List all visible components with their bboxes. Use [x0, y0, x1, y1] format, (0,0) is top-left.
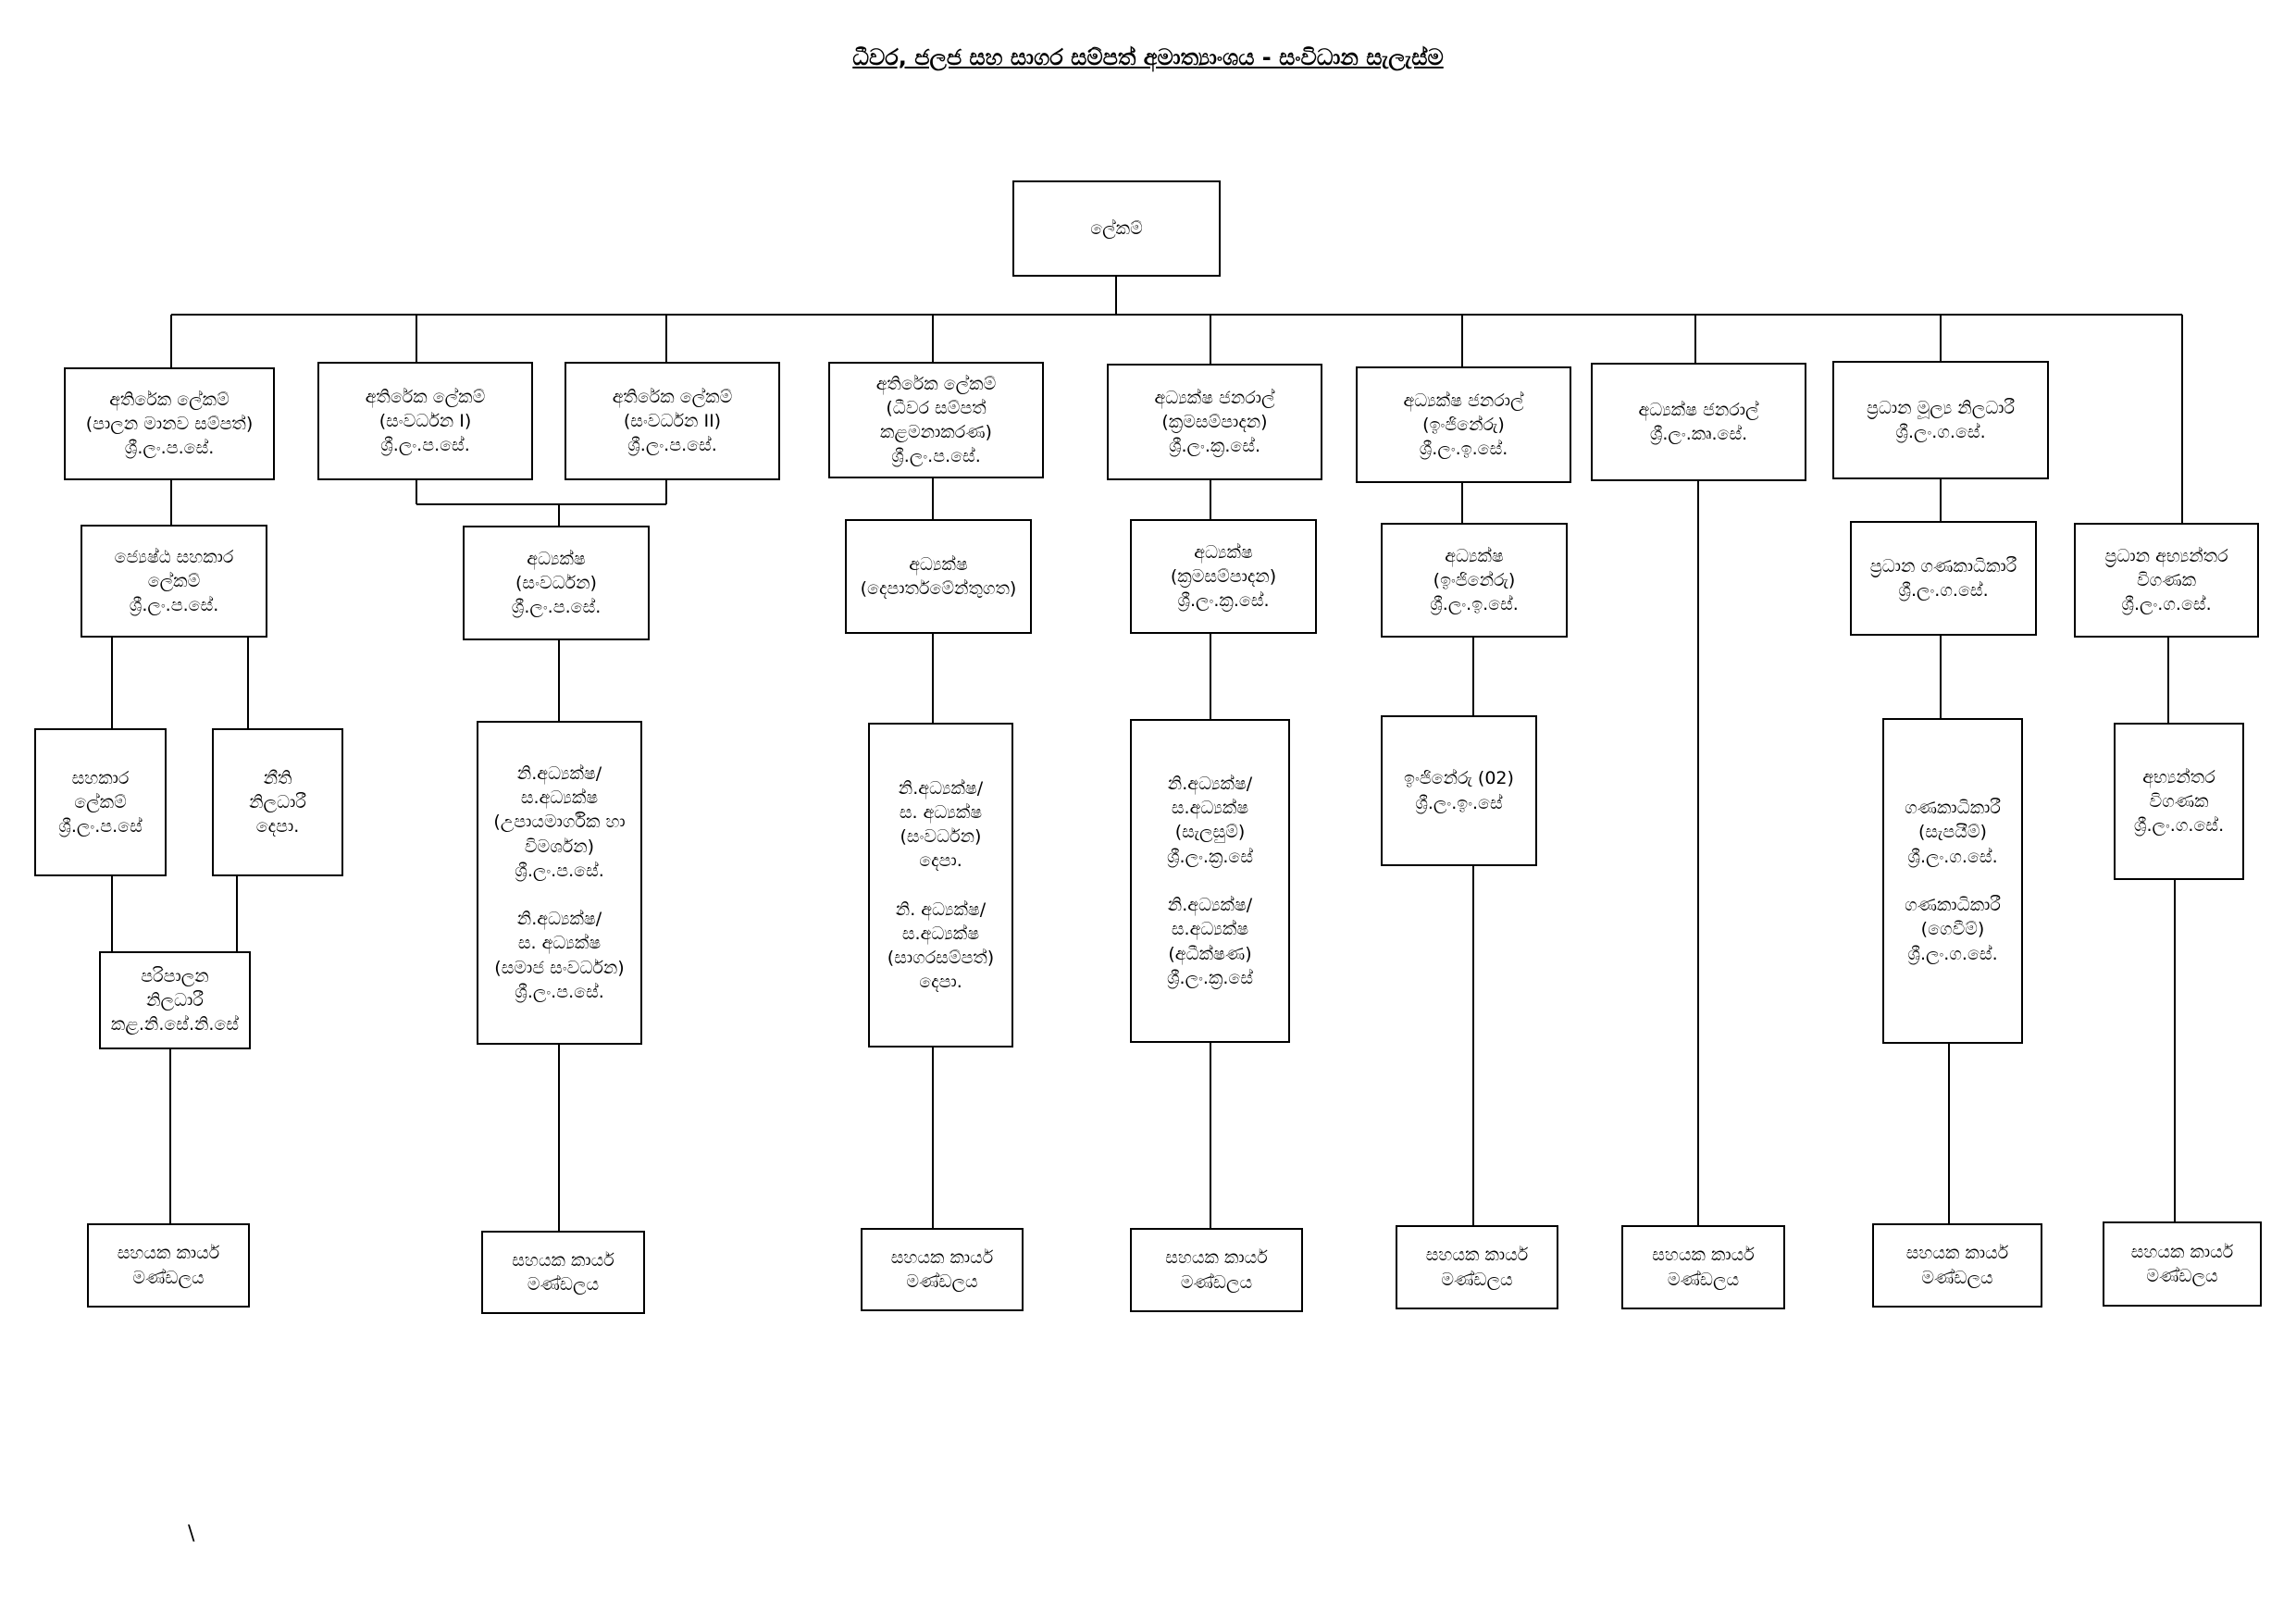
support-staff-box-7: සහයක කාර්ය මණ්ඩලය [1872, 1223, 2042, 1308]
support-staff-label-3: සහයක කාර්ය මණ්ඩලය [890, 1246, 994, 1292]
support-staff-label-2: සහයක කාර්ය මණ්ඩලය [512, 1249, 614, 1295]
support-staff-box-4: සහයක කාර්ය මණ්ඩලය [1130, 1228, 1303, 1312]
dep-director-planning-box: නි.අධ්‍යක්ෂ/ ස.අධ්‍යක්ෂ (සැලසුම්) ශ්‍රී.… [1130, 719, 1290, 1043]
senior-asst-secretary-label: ජ්‍යෙෂ්ඨ සහකාර ලේකම් ශ්‍රී.ලං.ප.සේ. [114, 546, 234, 616]
addl-secretary-fishery-label: අතිරේක ලේකම් (ධීවර සම්පත් කළමනාකරණ) ශ්‍ර… [875, 373, 997, 467]
director-departmental-box: අධ්‍යක්ෂ (දෙපාර්තමේන්තුගත) [845, 519, 1032, 634]
support-staff-box-5: සහයක කාර්ය මණ්ඩලය [1396, 1225, 1558, 1309]
chief-financial-officer-box: ප්‍රධාන මූල්‍ය නිලධාරී ශ්‍රී.ලං.ග.සේ. [1832, 361, 2049, 479]
director-planning-box: අධ්‍යක්ෂ (ක්‍රමසම්පාදන) ශ්‍රී.ලං.ක්‍ර.සේ… [1130, 519, 1317, 634]
dep-director-departmental-box: නි.අධ්‍යක්ෂ/ ස. අධ්‍යක්ෂ (සංවර්ධන) දෙපා.… [868, 723, 1013, 1048]
support-staff-box-1: සහයක කාර්ය මණ්ඩලය [87, 1223, 250, 1308]
support-staff-box-3: සහයක කාර්ය මණ්ඩලය [861, 1228, 1024, 1311]
senior-asst-secretary-box: ජ්‍යෙෂ්ඨ සහකාර ලේකම් ශ්‍රී.ලං.ප.සේ. [81, 525, 267, 638]
secretary-label: ලේකම් [1090, 217, 1143, 239]
addl-secretary-admin-label: අතිරේක ලේකම් (පාලන මානව සම්පත්) ශ්‍රී.ලං… [85, 389, 254, 459]
engineers-label: ඉංජිනේරු (02) ශ්‍රී.ලං.ඉං.සේ [1404, 768, 1514, 813]
support-staff-label-4: සහයක කාර්ය මණ්ඩලය [1165, 1247, 1268, 1293]
legal-officer-box: නීති නිලධාරී දෙපා. [212, 728, 343, 876]
director-engineering-box: අධ්‍යක්ෂ (ඉංජිනේරු) ශ්‍රී.ලං.ඉ.සේ. [1381, 523, 1568, 638]
addl-secretary-dev1-label: අතිරේක ලේකම් (සංවර්ධන I) ශ්‍රී.ලං.ප.සේ. [365, 386, 486, 456]
dep-director-planning-label: නි.අධ්‍යක්ෂ/ ස.අධ්‍යක්ෂ (සැලසුම්) ශ්‍රී.… [1166, 774, 1254, 988]
asst-secretary-label: සහකාර ලේකම් ශ්‍රී.ලං.ප.සේ [58, 767, 143, 837]
addl-secretary-dev2-label: අතිරේක ලේකම් (සංවර්ධන II) ශ්‍රී.ලං.ප.සේ. [612, 386, 733, 456]
accountants-box: ගණකාධිකාරී (සැපයීම්) ශ්‍රී.ලං.ග.සේ. ගණකා… [1882, 718, 2023, 1044]
admin-officer-label: පරිපාලන නිලධාරී කළ.නි.සේ.නි.සේ [110, 965, 240, 1035]
secretary-box: ලේකම් [1012, 180, 1221, 277]
director-dev-box: අධ්‍යක්ෂ (සංවර්ධන) ශ්‍රී.ලං.ප.සේ. [463, 526, 650, 640]
dg-science-box: අධ්‍යක්ෂ ජනරාල් ශ්‍රී.ලං.කෘ.සේ. [1591, 363, 1806, 481]
chief-accountant-box: ප්‍රධාන ගණකාධිකාරී ශ්‍රී.ලං.ග.සේ. [1850, 521, 2037, 636]
dg-engineering-box: අධ්‍යක්ෂ ජනරාල් (ඉංජිනේරු) ශ්‍රී.ලං.ඉ.සේ… [1356, 366, 1571, 483]
legal-officer-label: නීති නිලධාරී දෙපා. [249, 767, 306, 837]
support-staff-box-8: සහයක කාර්ය මණ්ඩලය [2103, 1221, 2262, 1307]
engineers-box: ඉංජිනේරු (02) ශ්‍රී.ලං.ඉං.සේ [1381, 715, 1537, 866]
chief-internal-auditor-label: ප්‍රධාන අභ්‍යන්තර විගණක ශ්‍රී.ලං.ග.සේ. [2104, 545, 2228, 615]
dg-science-label: අධ්‍යක්ෂ ජනරාල් ශ්‍රී.ලං.කෘ.සේ. [1638, 399, 1759, 444]
director-departmental-label: අධ්‍යක්ෂ (දෙපාර්තමේන්තුගත) [860, 553, 1017, 599]
addl-secretary-dev2-box: අතිරේක ලේකම් (සංවර්ධන II) ශ්‍රී.ලං.ප.සේ. [565, 362, 780, 480]
chief-internal-auditor-box: ප්‍රධාන අභ්‍යන්තර විගණක ශ්‍රී.ලං.ග.සේ. [2074, 523, 2259, 638]
asst-secretary-box: සහකාර ලේකම් ශ්‍රී.ලං.ප.සේ [34, 728, 167, 876]
admin-officer-box: පරිපාලන නිලධාරී කළ.නි.සේ.නි.සේ [99, 951, 251, 1049]
footer-mark: \ [188, 1522, 195, 1545]
accountants-label: ගණකාධිකාරී (සැපයීම්) ශ්‍රී.ලං.ග.සේ. ගණකා… [1905, 798, 2001, 964]
support-staff-label-8: සහයක කාර්ය මණ්ඩලය [2130, 1241, 2234, 1286]
page-title: ධීවර, ජලජ සහ සාගර සම්පත් අමාත්‍යාංශය - ස… [852, 44, 1444, 70]
dg-engineering-label: අධ්‍යක්ෂ ජනරාල් (ඉංජිනේරු) ශ්‍රී.ලං.ඉ.සේ… [1403, 390, 1524, 460]
support-staff-box-6: සහයක කාර්ය මණ්ඩලය [1621, 1225, 1785, 1309]
dg-planning-box: අධ්‍යක්ෂ ජනරාල් (ක්‍රමසම්පාදන) ශ්‍රී.ලං.… [1107, 364, 1322, 480]
chief-financial-officer-label: ප්‍රධාන මූල්‍ය නිලධාරී ශ්‍රී.ලං.ග.සේ. [1866, 397, 2016, 442]
addl-secretary-admin-box: අතිරේක ලේකම් (පාලන මානව සම්පත්) ශ්‍රී.ලං… [64, 367, 275, 480]
chief-accountant-label: ප්‍රධාන ගණකාධිකාරී ශ්‍රී.ලං.ග.සේ. [1869, 555, 2017, 601]
dep-director-departmental-label: නි.අධ්‍යක්ෂ/ ස. අධ්‍යක්ෂ (සංවර්ධන) දෙපා.… [887, 777, 995, 993]
internal-auditor-label: අභ්‍යන්තර විගණක ශ්‍රී.ලං.ග.සේ. [2133, 766, 2225, 837]
dep-director-dev-label: නි.අධ්‍යක්ෂ/ ස.අධ්‍යක්ෂ (උපායමාර්ගික හා … [493, 762, 626, 1002]
support-staff-label-6: සහයක කාර්ය මණ්ඩලය [1652, 1245, 1755, 1290]
director-engineering-label: අධ්‍යක්ෂ (ඉංජිනේරු) ශ්‍රී.ලං.ඉ.සේ. [1430, 545, 1519, 615]
support-staff-label-5: සහයක කාර්ය මණ්ඩලය [1425, 1245, 1529, 1290]
support-staff-box-2: සහයක කාර්ය මණ්ඩලය [481, 1231, 645, 1314]
director-planning-label: අධ්‍යක්ෂ (ක්‍රමසම්පාදන) ශ්‍රී.ලං.ක්‍ර.සේ… [1170, 541, 1277, 612]
dg-planning-label: අධ්‍යක්ෂ ජනරාල් (ක්‍රමසම්පාදන) ශ්‍රී.ලං.… [1154, 387, 1275, 457]
addl-secretary-dev1-box: අතිරේක ලේකම් (සංවර්ධන I) ශ්‍රී.ලං.ප.සේ. [317, 362, 533, 480]
support-staff-label-7: සහයක කාර්ය මණ්ඩලය [1905, 1243, 2009, 1288]
director-dev-label: අධ්‍යක්ෂ (සංවර්ධන) ශ්‍රී.ලං.ප.සේ. [511, 548, 602, 618]
support-staff-label-1: සහයක කාර්ය මණ්ඩලය [117, 1243, 220, 1288]
internal-auditor-box: අභ්‍යන්තර විගණක ශ්‍රී.ලං.ග.සේ. [2114, 723, 2244, 880]
addl-secretary-fishery-box: අතිරේක ලේකම් (ධීවර සම්පත් කළමනාකරණ) ශ්‍ර… [828, 362, 1044, 478]
dep-director-dev-box: නි.අධ්‍යක්ෂ/ ස.අධ්‍යක්ෂ (උපායමාර්ගික හා … [477, 721, 642, 1045]
